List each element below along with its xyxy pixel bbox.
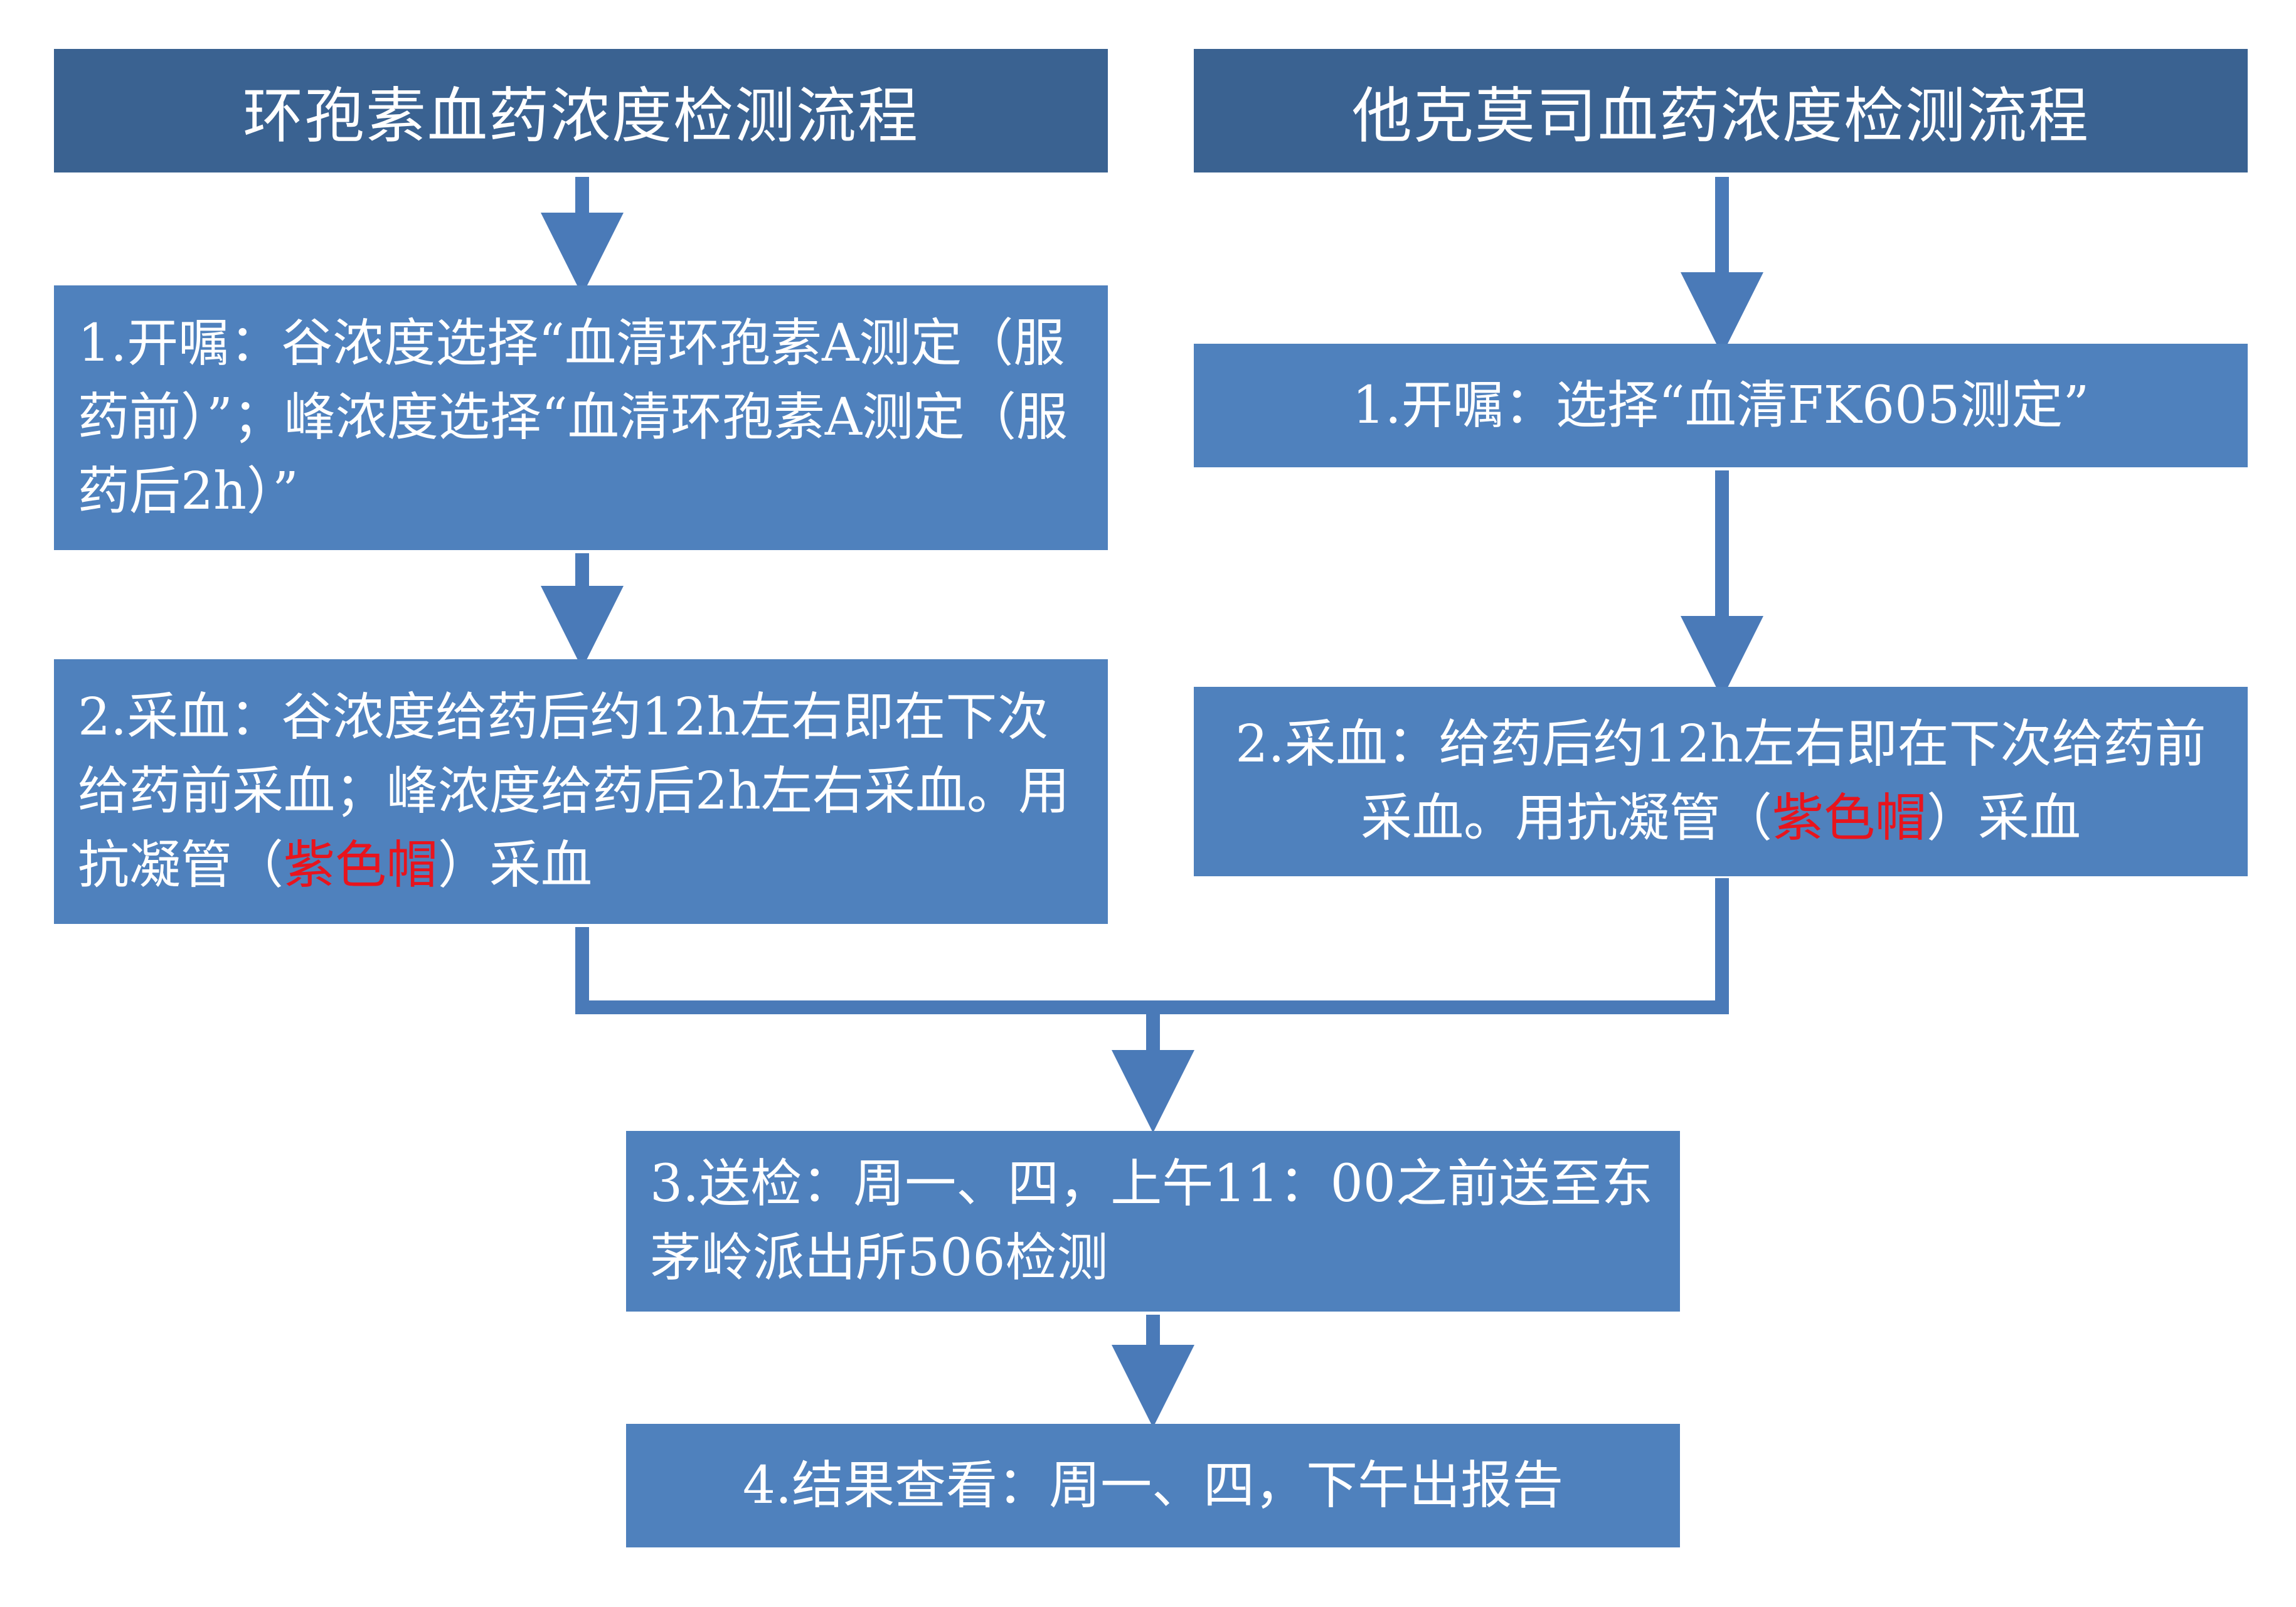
right-step2-text: 2.采血：给药后约12h左右即在下次给药前采血。用抗凝管（紫色帽）采血 xyxy=(1218,708,2224,856)
step3-box: 3.送检：周一、四，上午11：00之前送至东茅岭派出所506检测 xyxy=(626,1131,1680,1312)
left-step2-text: 2.采血：谷浓度给药后约12h左右即在下次给药前采血；峰浓度给药后2h左右采血。… xyxy=(78,681,1084,903)
right-step2-box: 2.采血：给药后约12h左右即在下次给药前采血。用抗凝管（紫色帽）采血 xyxy=(1194,687,2248,876)
right-step2-text-before: 2.采血：给药后约12h左右即在下次给药前采血。用抗凝管（ xyxy=(1235,714,2206,848)
right-header: 他克莫司血药浓度检测流程 xyxy=(1194,49,2248,172)
left-step2-text-after: ）采血 xyxy=(438,835,593,895)
left-step1-text: 1.开嘱：谷浓度选择“血清环孢素A测定（服药前）”；峰浓度选择“血清环孢素A测定… xyxy=(78,314,1068,521)
right-step1-box: 1.开嘱：选择“血清FK605测定” xyxy=(1194,344,2248,467)
right-step1-text: 1.开嘱：选择“血清FK605测定” xyxy=(1352,375,2090,435)
right-step2-text-after: ）采血 xyxy=(1927,788,2081,848)
step3-text: 3.送检：周一、四，上午11：00之前送至东茅岭派出所506检测 xyxy=(650,1154,1653,1288)
left-header-title: 环孢素血药浓度检测流程 xyxy=(243,81,919,151)
right-header-title: 他克莫司血药浓度检测流程 xyxy=(1352,81,2090,151)
left-step2-highlight: 紫色帽 xyxy=(284,835,438,895)
left-header: 环孢素血药浓度检测流程 xyxy=(54,49,1108,172)
step4-text: 4.结果查看：周一、四，下午出报告 xyxy=(742,1455,1564,1515)
step4-box: 4.结果查看：周一、四，下午出报告 xyxy=(626,1424,1680,1547)
left-step2-box: 2.采血：谷浓度给药后约12h左右即在下次给药前采血；峰浓度给药后2h左右采血。… xyxy=(54,659,1108,924)
right-step2-highlight: 紫色帽 xyxy=(1772,788,1927,848)
left-step1-box: 1.开嘱：谷浓度选择“血清环孢素A测定（服药前）”；峰浓度选择“血清环孢素A测定… xyxy=(54,285,1108,550)
left-step2-text-before: 2.采血：谷浓度给药后约12h左右即在下次给药前采血；峰浓度给药后2h左右采血。… xyxy=(78,687,1070,895)
